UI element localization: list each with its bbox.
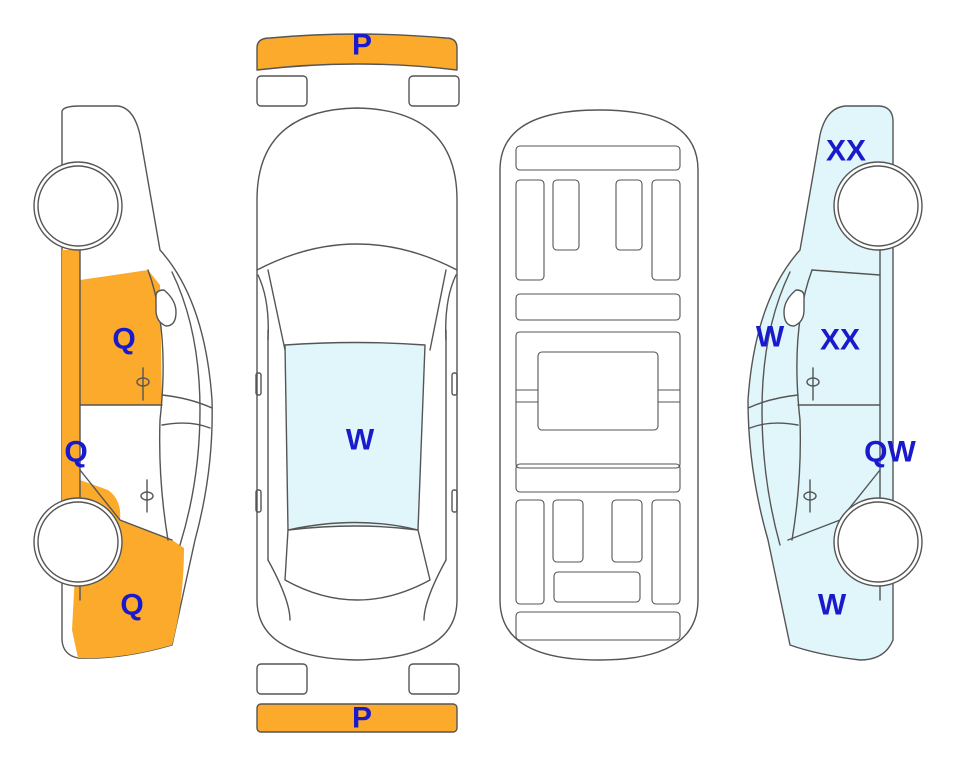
label-left-quarter: Q [120, 589, 143, 622]
c-pillars [267, 559, 447, 621]
left-front-door[interactable] [80, 270, 162, 405]
left-front-rim [37, 165, 119, 247]
label-left-rocker: Q [64, 436, 87, 469]
hood-line [256, 243, 458, 271]
damage-labels: P P Q Q Q W XX XX W QW W [64, 29, 916, 735]
right-side-roof-line [811, 269, 881, 276]
left-mirror [155, 289, 177, 327]
rear-bumper[interactable] [257, 704, 457, 732]
hood[interactable] [285, 342, 425, 531]
top-view [255, 33, 460, 733]
label-left-front-door: Q [112, 323, 135, 356]
right-rear-rim [837, 501, 919, 583]
underside-outline [499, 109, 699, 661]
right-side-body [747, 105, 894, 661]
right-side-body-line [761, 271, 791, 546]
top-right-handle [451, 489, 458, 513]
label-right-fender: XX [826, 135, 866, 168]
right-mirror [783, 289, 805, 327]
label-right-quarter: W [818, 589, 847, 622]
left-door-handle-front [136, 367, 150, 401]
top-left-mirror [255, 372, 262, 396]
right-front-rim [837, 165, 919, 247]
a-pillars [267, 269, 447, 351]
top-right-mirror [451, 372, 458, 396]
front-right-lamp [408, 75, 460, 107]
front-bumper[interactable] [257, 34, 457, 70]
left-side-view [33, 105, 213, 659]
label-rear-bumper: P [352, 702, 372, 735]
label-hood: W [346, 424, 375, 457]
rear-left-lamp [256, 663, 308, 695]
roof-rails [267, 329, 447, 561]
right-door-handle-rear [803, 479, 817, 513]
left-rocker-panel[interactable] [62, 250, 80, 505]
left-side-body-line [171, 271, 201, 546]
left-side-pillar [79, 469, 173, 541]
right-side-window [747, 394, 799, 429]
front-left-lamp [256, 75, 308, 107]
right-side-view [747, 105, 923, 661]
rear-window [284, 521, 431, 601]
label-right-windshield-side: W [756, 321, 785, 354]
label-right-rear-door: QW [864, 436, 916, 469]
top-left-handle [255, 489, 262, 513]
label-right-front-door: XX [820, 324, 860, 357]
label-front-bumper: P [352, 29, 372, 62]
left-side-window [161, 394, 213, 429]
right-door-handle-front [806, 367, 820, 401]
left-door-handle-rear [140, 479, 154, 513]
rear-right-lamp [408, 663, 460, 695]
left-rear-rim [37, 501, 119, 583]
underside-view [499, 109, 699, 661]
